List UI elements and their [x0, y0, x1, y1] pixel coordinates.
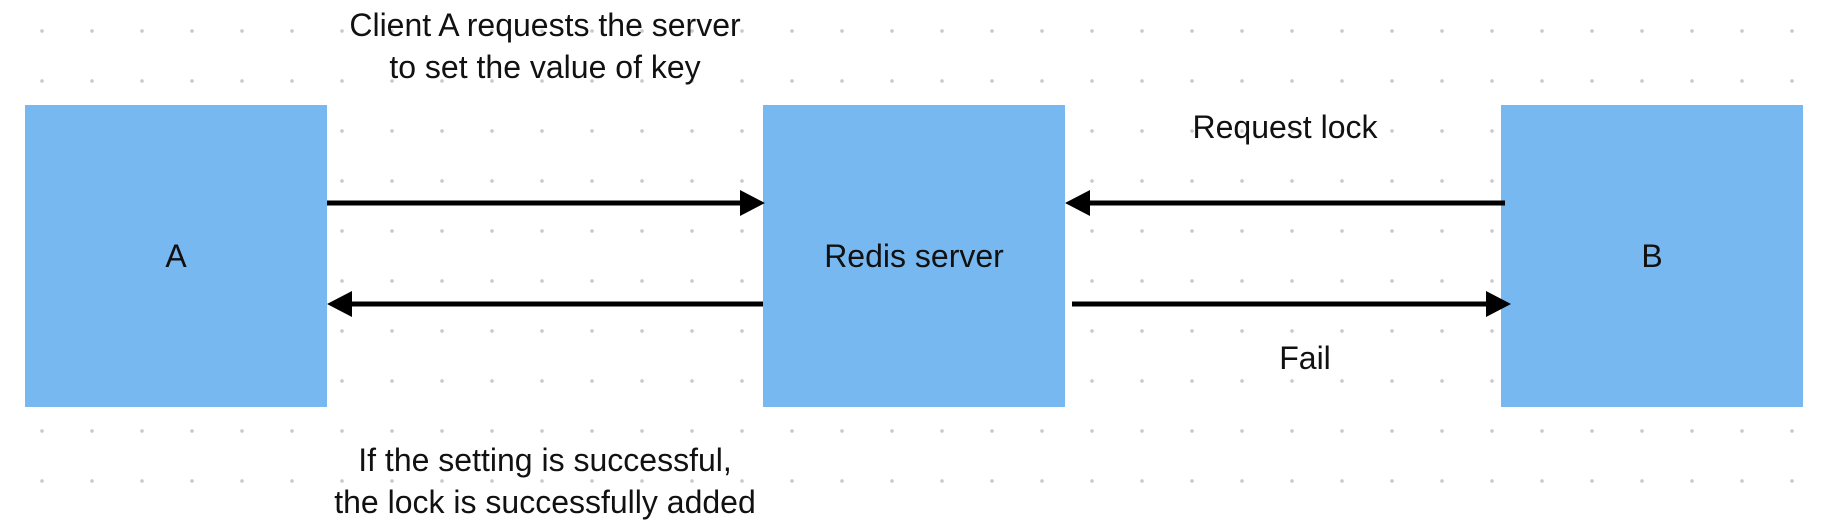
- edge-redis-to-a: [327, 291, 763, 317]
- request-lock-label: Request lock: [1192, 109, 1378, 145]
- client-a-request-label: Client A requests the server to set the …: [295, 4, 795, 88]
- edge-b-to-redis: [1065, 190, 1505, 216]
- success-line-1: If the setting is successful,: [358, 442, 732, 478]
- client-a-label: A: [165, 237, 187, 274]
- client-b-box[interactable]: B: [1501, 105, 1803, 407]
- fail-label: Fail: [1279, 340, 1331, 376]
- client-a-request-line-2: to set the value of key: [389, 49, 701, 85]
- edge-redis-to-b: [1072, 291, 1511, 317]
- success-label: If the setting is successful, the lock i…: [295, 439, 795, 523]
- edge-a-to-redis: [327, 190, 765, 216]
- client-a-request-line-1: Client A requests the server: [349, 7, 741, 43]
- success-line-2: the lock is successfully added: [334, 484, 756, 520]
- redis-server-label: Redis server: [824, 237, 1004, 274]
- client-a-box[interactable]: A: [25, 105, 327, 407]
- client-b-label: B: [1641, 237, 1663, 274]
- redis-server-box[interactable]: Redis server: [763, 105, 1065, 407]
